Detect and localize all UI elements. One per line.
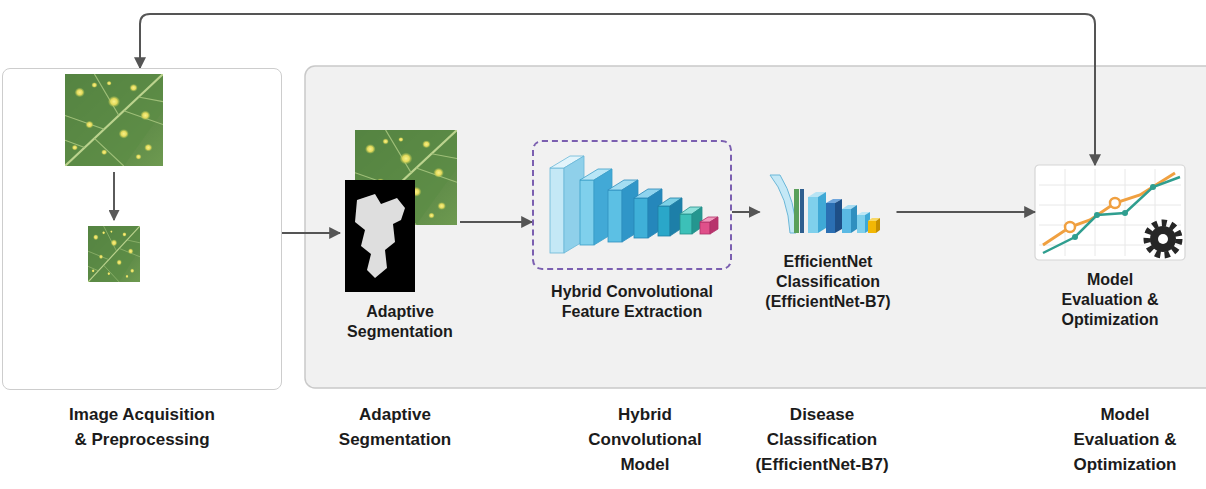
stage-caption: Hybrid Convolutional Model [579, 402, 711, 477]
stage-caption: Model Evaluation & Optimization [1064, 402, 1186, 477]
stage-node: Adaptive Segmentation [340, 130, 460, 342]
preprocess-arrow [113, 172, 115, 220]
pipeline-panel [305, 66, 1206, 388]
stage-node: Model Evaluation & Optimization [1035, 165, 1185, 330]
flow-arrow [897, 211, 1036, 213]
efficientnet-icon [770, 175, 880, 233]
model-box: Hybrid Convolutional Feature Extraction [532, 140, 732, 322]
dashed-outline [532, 140, 732, 270]
stage-caption: Adaptive Segmentation [331, 402, 459, 452]
flow-arrow [140, 14, 1095, 165]
flow-arrow [282, 232, 340, 234]
evaluation-chart-icon [1035, 165, 1185, 260]
panel-ground [2, 68, 282, 390]
cnn-layers-icon [550, 156, 718, 253]
leaf-photo [65, 74, 163, 166]
stage-label: EfficientNet Classification (EfficientNe… [760, 175, 897, 312]
stage-node: EfficientNet Classification (EfficientNe… [760, 175, 897, 312]
flow-arrow [732, 211, 760, 213]
leaf-photo-small [88, 226, 140, 282]
stage-label: Model Evaluation & Optimization [1054, 165, 1166, 330]
stage-label: Image Acquisition & Preprocessing [63, 68, 221, 452]
stage-label: Adaptive Segmentation [340, 130, 460, 342]
segmentation-images [345, 130, 457, 292]
stage-caption: Disease Classification (EfficientNet-B7) [748, 402, 896, 477]
stage-panel: Image Acquisition & Preprocessing [2, 68, 282, 452]
stage-label: Hybrid Convolutional Feature Extraction [550, 140, 715, 322]
segmentation-mask [345, 180, 415, 292]
flow-arrow [460, 221, 532, 223]
leaf-images [65, 74, 163, 282]
panel-outline [2, 68, 282, 390]
